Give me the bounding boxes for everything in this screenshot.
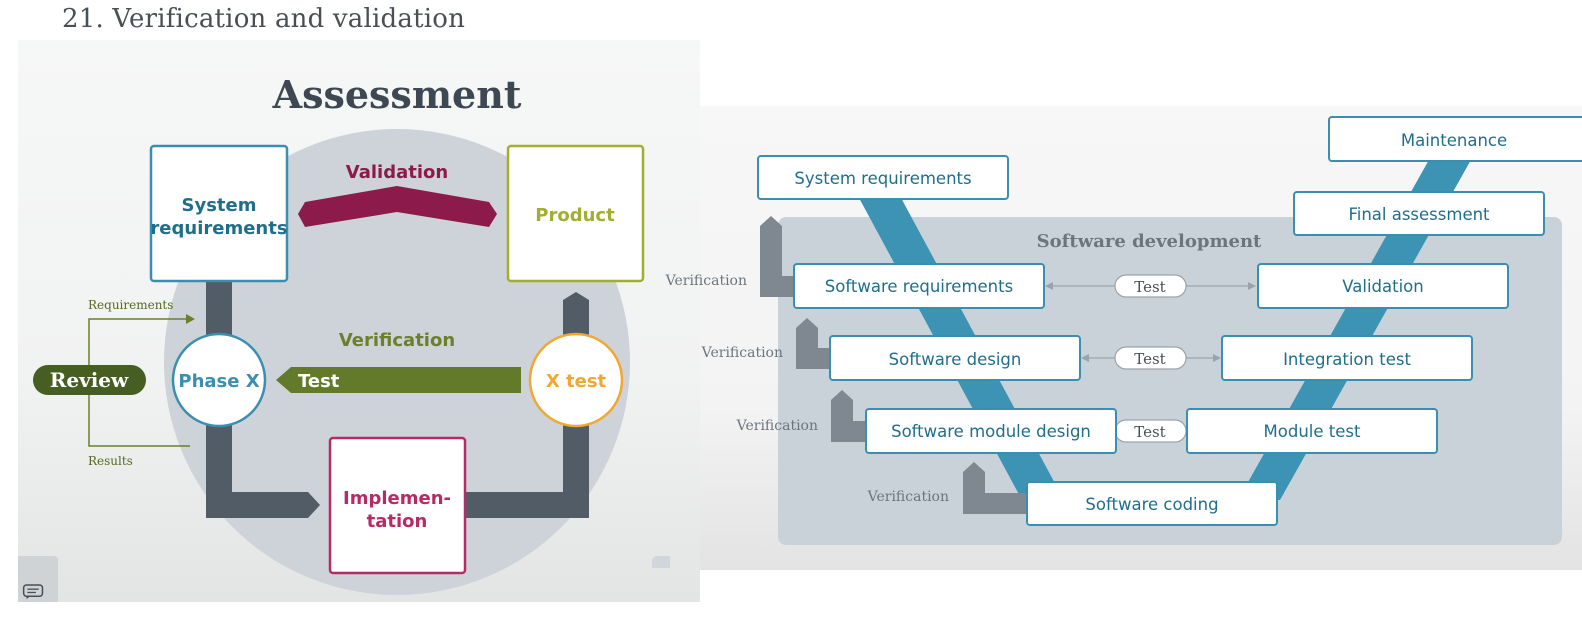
v-model-diagram: Software development Verification Verifi…	[665, 116, 1582, 545]
verification-label-1: Verification	[665, 273, 747, 289]
system-requirements-line1: System	[182, 195, 257, 216]
software-coding-node-label: Software coding	[1085, 495, 1218, 514]
integration-test-node-label: Integration test	[1283, 350, 1411, 369]
test-connector-2	[1081, 354, 1221, 362]
verification-bracket-4	[963, 462, 1028, 514]
verification-bracket-2	[796, 318, 830, 369]
final-assessment-node-label: Final assessment	[1348, 205, 1490, 224]
module-test-node-label: Module test	[1264, 422, 1361, 441]
software-module-design-node-label: Software module design	[891, 422, 1091, 441]
maintenance-node	[1328, 116, 1582, 162]
verification-bracket-3	[831, 390, 866, 442]
product-label: Product	[535, 205, 615, 226]
right-pipe-bottom	[465, 492, 589, 518]
x-test-circle	[528, 332, 624, 428]
verification-bracket-1	[760, 216, 794, 297]
review-badge	[33, 365, 146, 395]
module-test-node	[1186, 408, 1438, 454]
validation-node	[1257, 263, 1509, 309]
verification-label-4: Verification	[867, 489, 949, 505]
product-box	[506, 144, 645, 283]
phase-x-circle	[171, 332, 267, 428]
test-arrow-label: Test	[298, 371, 340, 392]
validation-node-label: Validation	[1342, 277, 1423, 296]
review-loop-arrowhead	[186, 314, 195, 324]
assessment-title: Assessment	[272, 72, 522, 117]
validation-arrow	[298, 186, 497, 227]
integration-test-node	[1221, 335, 1473, 381]
validation-label: Validation	[346, 162, 448, 183]
test-connector-1	[1045, 282, 1256, 290]
verification-label-2: Verification	[701, 345, 783, 361]
phase-x-label: Phase X	[178, 371, 259, 392]
maintenance-node-label: Maintenance	[1401, 131, 1507, 150]
system-requirements-line2: requirements	[150, 218, 287, 239]
test-pill-2	[1114, 346, 1187, 370]
implementation-line2: tation	[367, 511, 428, 532]
software-design-node	[829, 335, 1081, 381]
software-design-node-label: Software design	[889, 350, 1022, 369]
test-pill-1-label: Test	[1134, 278, 1165, 296]
verification-label: Verification	[339, 330, 455, 351]
review-label: Review	[50, 368, 129, 392]
assessment-diagram: Assessment System requirements Product V…	[33, 72, 645, 595]
comment-tab[interactable]	[18, 556, 58, 602]
software-development-label: Software development	[1037, 231, 1262, 252]
requirements-label: Requirements	[88, 298, 173, 312]
system-requirements-node	[757, 155, 1009, 200]
final-assessment-node	[1293, 191, 1545, 236]
test-pill-2-label: Test	[1134, 350, 1165, 368]
slide-tab	[652, 556, 670, 568]
page-title: 21. Verification and validation	[62, 4, 466, 34]
software-requirements-node-label: Software requirements	[825, 277, 1013, 296]
comment-icon[interactable]	[22, 584, 46, 600]
implementation-box	[328, 436, 467, 575]
software-coding-node	[1026, 481, 1278, 526]
software-requirements-node	[793, 263, 1045, 309]
verification-label-3: Verification	[736, 418, 818, 434]
test-pill-3-label: Test	[1134, 423, 1165, 441]
left-pipe-arrow	[206, 492, 320, 518]
results-label: Results	[88, 454, 133, 468]
implementation-line1: Implemen-	[343, 488, 451, 509]
software-module-design-node	[865, 408, 1117, 454]
test-pill-1	[1114, 274, 1187, 298]
x-test-label: X test	[546, 371, 607, 392]
right-pipe-arrowhead	[563, 292, 589, 308]
system-requirements-node-label: System requirements	[794, 169, 971, 188]
test-arrow	[276, 367, 521, 393]
system-requirements-box	[149, 144, 289, 283]
